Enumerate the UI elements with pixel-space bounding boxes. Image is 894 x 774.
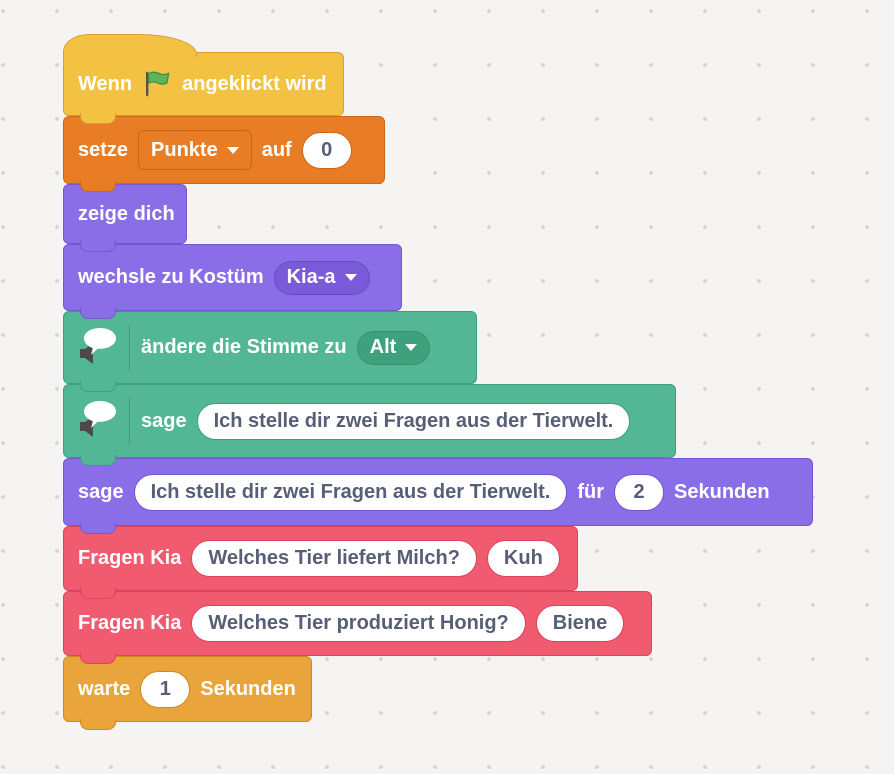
notch-tab <box>80 455 116 466</box>
set-variable-block[interactable]: setze Punkte auf 0 <box>63 116 385 192</box>
fragen-kia-block-2[interactable]: Fragen Kia Welches Tier produziert Honig… <box>63 591 652 664</box>
hat-dome <box>63 34 197 57</box>
text-to-speech-icon <box>80 401 116 437</box>
when-green-flag-clicked-block[interactable]: Wenn angeklickt wird <box>63 34 344 124</box>
notch-tab <box>80 308 116 319</box>
notch-tab <box>80 719 116 730</box>
block-label: angeklickt wird <box>182 72 327 95</box>
block-label: ändere die Stimme zu <box>141 336 347 358</box>
text-to-speech-icon <box>78 326 118 370</box>
text-to-speech-icon <box>80 327 116 364</box>
chevron-down-icon <box>344 274 357 281</box>
text-input[interactable]: Ich stelle dir zwei Fragen aus der Tierw… <box>196 402 631 440</box>
block-label: warte <box>78 677 131 700</box>
tts-speak-block[interactable]: sage Ich stelle dir zwei Fragen aus der … <box>63 384 676 466</box>
green-flag-icon <box>146 71 170 97</box>
block-label: auf <box>261 138 292 161</box>
block-label: Fragen Kia <box>78 547 182 569</box>
block-label: sage <box>141 409 187 432</box>
chevron-down-icon <box>226 146 239 154</box>
question-input[interactable]: Welches Tier liefert Milch? <box>191 540 477 577</box>
fragen-kia-block-1[interactable]: Fragen Kia Welches Tier liefert Milch? K… <box>63 526 578 599</box>
text-input[interactable]: Ich stelle dir zwei Fragen aus der Tierw… <box>133 473 568 511</box>
dropdown-value: Punkte <box>151 138 218 161</box>
chevron-down-icon <box>405 344 418 351</box>
block-label: wechsle zu Kostüm <box>78 266 264 288</box>
green-flag-icon <box>142 70 172 98</box>
say-for-seconds-block[interactable]: sage Ich stelle dir zwei Fragen aus der … <box>63 458 813 534</box>
wait-seconds-block[interactable]: warte 1 Sekunden <box>63 656 312 730</box>
dropdown-value: Kia-a <box>286 266 336 288</box>
notch-tab <box>80 381 116 392</box>
seconds-input[interactable]: 1 <box>140 670 191 708</box>
voice-dropdown[interactable]: Alt <box>356 330 431 365</box>
block-label: setze <box>78 138 129 161</box>
notch-tab <box>80 653 116 664</box>
block-label: Fragen Kia <box>78 612 182 634</box>
question-input[interactable]: Welches Tier produziert Honig? <box>191 605 526 642</box>
show-block[interactable]: zeige dich <box>63 184 187 252</box>
seconds-input[interactable]: 2 <box>614 473 665 511</box>
answer-input[interactable]: Kuh <box>486 540 560 577</box>
dropdown-value: Alt <box>369 336 397 358</box>
block-label: zeige dich <box>78 202 175 225</box>
variable-dropdown[interactable]: Punkte <box>138 130 252 170</box>
notch-tab <box>80 523 116 534</box>
block-label: Sekunden <box>674 480 770 503</box>
text-to-speech-icon <box>78 399 118 443</box>
answer-input[interactable]: Biene <box>535 605 625 642</box>
icon-divider <box>129 398 130 444</box>
costume-dropdown[interactable]: Kia-a <box>273 260 370 295</box>
block-label: sage <box>78 480 124 503</box>
switch-costume-block[interactable]: wechsle zu Kostüm Kia-a <box>63 244 402 319</box>
notch-tab <box>80 241 116 252</box>
notch-tab <box>80 588 116 599</box>
tts-set-voice-block[interactable]: ändere die Stimme zu Alt <box>63 311 477 392</box>
block-label: Sekunden <box>200 677 296 700</box>
notch-tab <box>80 113 116 124</box>
notch-tab <box>80 181 116 192</box>
block-label: für <box>577 480 605 503</box>
icon-divider <box>129 324 130 371</box>
value-input[interactable]: 0 <box>301 131 352 169</box>
block-label: Wenn <box>78 72 133 95</box>
